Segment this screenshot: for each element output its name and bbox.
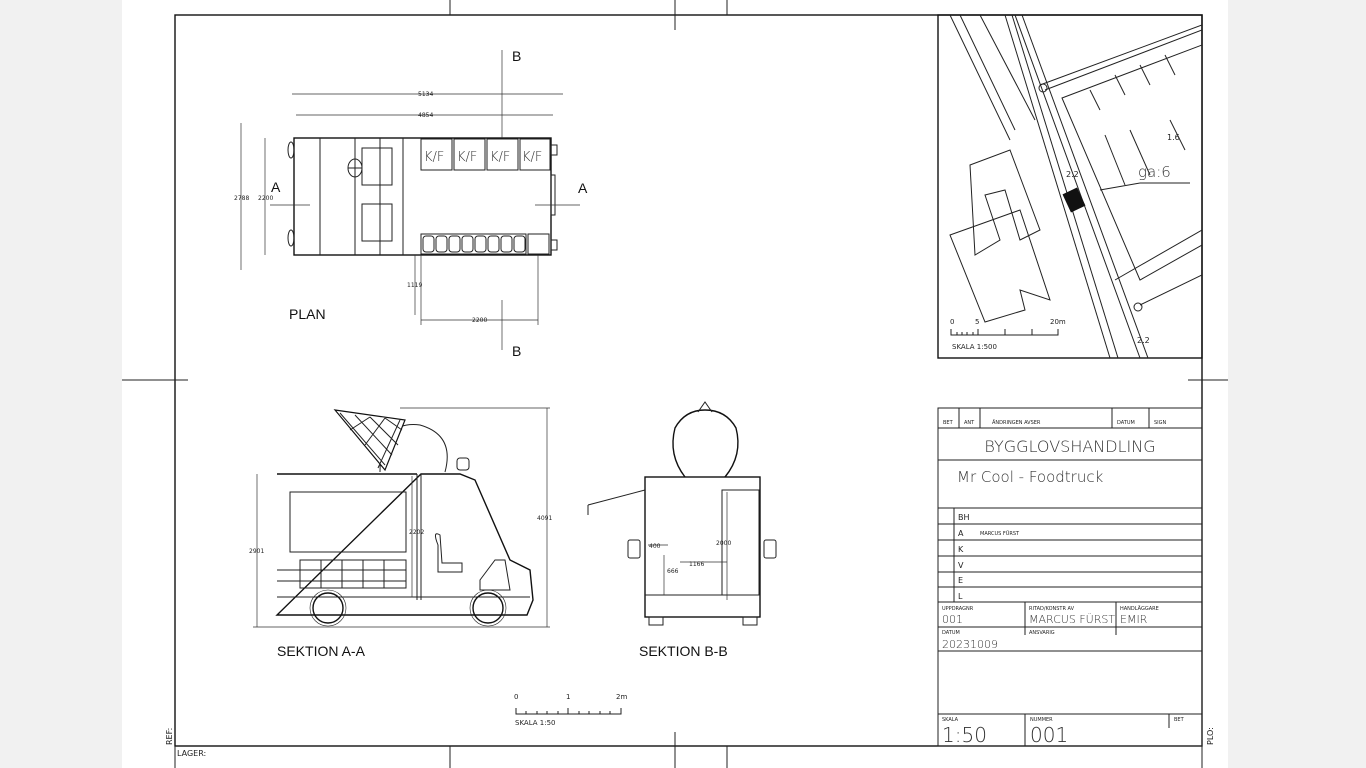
title-block: BET ANT ÄNDRINGEN AVSER DATUM SIGN BYGGL… xyxy=(937,407,1203,747)
dim-height: 2901 xyxy=(249,548,264,555)
nummer-value: 001 xyxy=(1030,723,1068,747)
scale-tick: 2m xyxy=(616,693,627,701)
freezer-label: K/F xyxy=(457,150,477,165)
section-mark-a: A xyxy=(578,180,588,196)
dim-1166: 1166 xyxy=(689,561,704,568)
freezer-label: K/F xyxy=(522,150,542,165)
skala-label: SKALA xyxy=(942,717,959,723)
section-bb-view: 400 666 1166 2000 SEKTION B-B xyxy=(587,401,777,659)
role-code: A xyxy=(958,529,964,538)
scale-tick: 0 xyxy=(514,693,518,701)
ansvarig-label: ANSVARIG xyxy=(1029,630,1055,636)
uppdrag-label: UPPDRAGNR xyxy=(942,606,974,612)
uppdrag-value: 001 xyxy=(942,613,963,626)
document-type: BYGGLOVSHANDLING xyxy=(984,437,1155,456)
site-map: ga:6 1.6 2.2 2.2 0 5 20m SKALA 1:500 xyxy=(937,14,1203,359)
dim-total: 4091 xyxy=(537,515,552,522)
map-height: 2.2 xyxy=(1137,336,1150,345)
plo-label: PLO: xyxy=(1206,727,1215,745)
dim-2000: 2000 xyxy=(716,540,731,547)
handlaggare-value: EMIR xyxy=(1120,613,1148,626)
role-code: E xyxy=(958,576,963,585)
dim-400: 400 xyxy=(649,543,661,550)
dim-awning-depth: 1119 xyxy=(407,282,422,289)
ritad-label: RITAD/KONSTR AV xyxy=(1029,606,1075,612)
rev-header-datum: DATUM xyxy=(1117,420,1135,426)
section-mark-a: A xyxy=(271,179,281,195)
rev-header-andringen: ÄNDRINGEN AVSER xyxy=(992,419,1041,426)
map-scale-label: SKALA 1:500 xyxy=(952,343,997,351)
ref-label: REF: xyxy=(165,728,174,745)
role-code: K xyxy=(958,545,964,554)
rev-header-ant: ANT xyxy=(964,420,975,426)
handlaggare-label: HANDLÄGGARE xyxy=(1120,605,1159,612)
lager-label: LAGER: xyxy=(177,749,206,758)
sheet-border xyxy=(122,0,1228,768)
plan-view: K/F K/F K/F K/F 5134 4854 2788 2200 1119… xyxy=(234,48,588,359)
rev-header-sign: SIGN xyxy=(1154,420,1167,426)
scale-bar: 0 1 2m SKALA 1:50 xyxy=(514,693,627,727)
freezer-label: K/F xyxy=(490,150,510,165)
section-aa-title: SEKTION A-A xyxy=(277,643,366,659)
ritad-value: MARCUS FÜRST xyxy=(1029,613,1115,626)
section-mark-b: B xyxy=(512,48,521,64)
dim-interior: 2202 xyxy=(409,529,424,536)
scale-label: SKALA 1:50 xyxy=(515,719,556,727)
map-height: 2.2 xyxy=(1066,170,1079,179)
freezer-label: K/F xyxy=(424,150,444,165)
dim-width-body: 2200 xyxy=(258,195,273,202)
dim-666: 666 xyxy=(667,568,679,575)
dim-awning-width: 2200 xyxy=(472,317,487,324)
drawing-canvas: REF: LAGER: PLO: K/F K/F K/F K/F 5134 xyxy=(122,0,1228,768)
role-code: V xyxy=(958,561,964,570)
map-scale-tick: 5 xyxy=(975,318,979,326)
map-scale-tick: 20m xyxy=(1050,318,1066,326)
dim-body: 4854 xyxy=(418,112,433,119)
drawing-sheet: REF: LAGER: PLO: K/F K/F K/F K/F 5134 xyxy=(122,0,1228,768)
map-height: 1.6 xyxy=(1167,133,1180,142)
role-name: MARCUS FÜRST xyxy=(980,530,1020,537)
plan-title: PLAN xyxy=(289,306,326,322)
project-title: Mr Cool - Foodtruck xyxy=(957,468,1104,486)
role-code: BH xyxy=(958,513,970,522)
bet-label: BET xyxy=(1174,717,1185,723)
section-aa-view: 2901 2202 4091 SEKTION A-A xyxy=(249,407,552,659)
rev-header-bet: BET xyxy=(943,420,954,426)
datum-value: 20231009 xyxy=(942,638,998,651)
nummer-label: NUMMER xyxy=(1030,717,1053,723)
datum-label: DATUM xyxy=(942,630,960,636)
section-mark-b: B xyxy=(512,343,521,359)
role-code: L xyxy=(958,592,963,601)
section-bb-title: SEKTION B-B xyxy=(639,643,728,659)
scale-tick: 1 xyxy=(566,693,570,701)
map-scale-tick: 0 xyxy=(950,318,954,326)
dim-width-total: 2788 xyxy=(234,195,249,202)
dim-overall: 5134 xyxy=(418,91,433,98)
skala-value: 1:50 xyxy=(942,723,987,747)
map-label-ga: ga:6 xyxy=(1138,163,1171,181)
